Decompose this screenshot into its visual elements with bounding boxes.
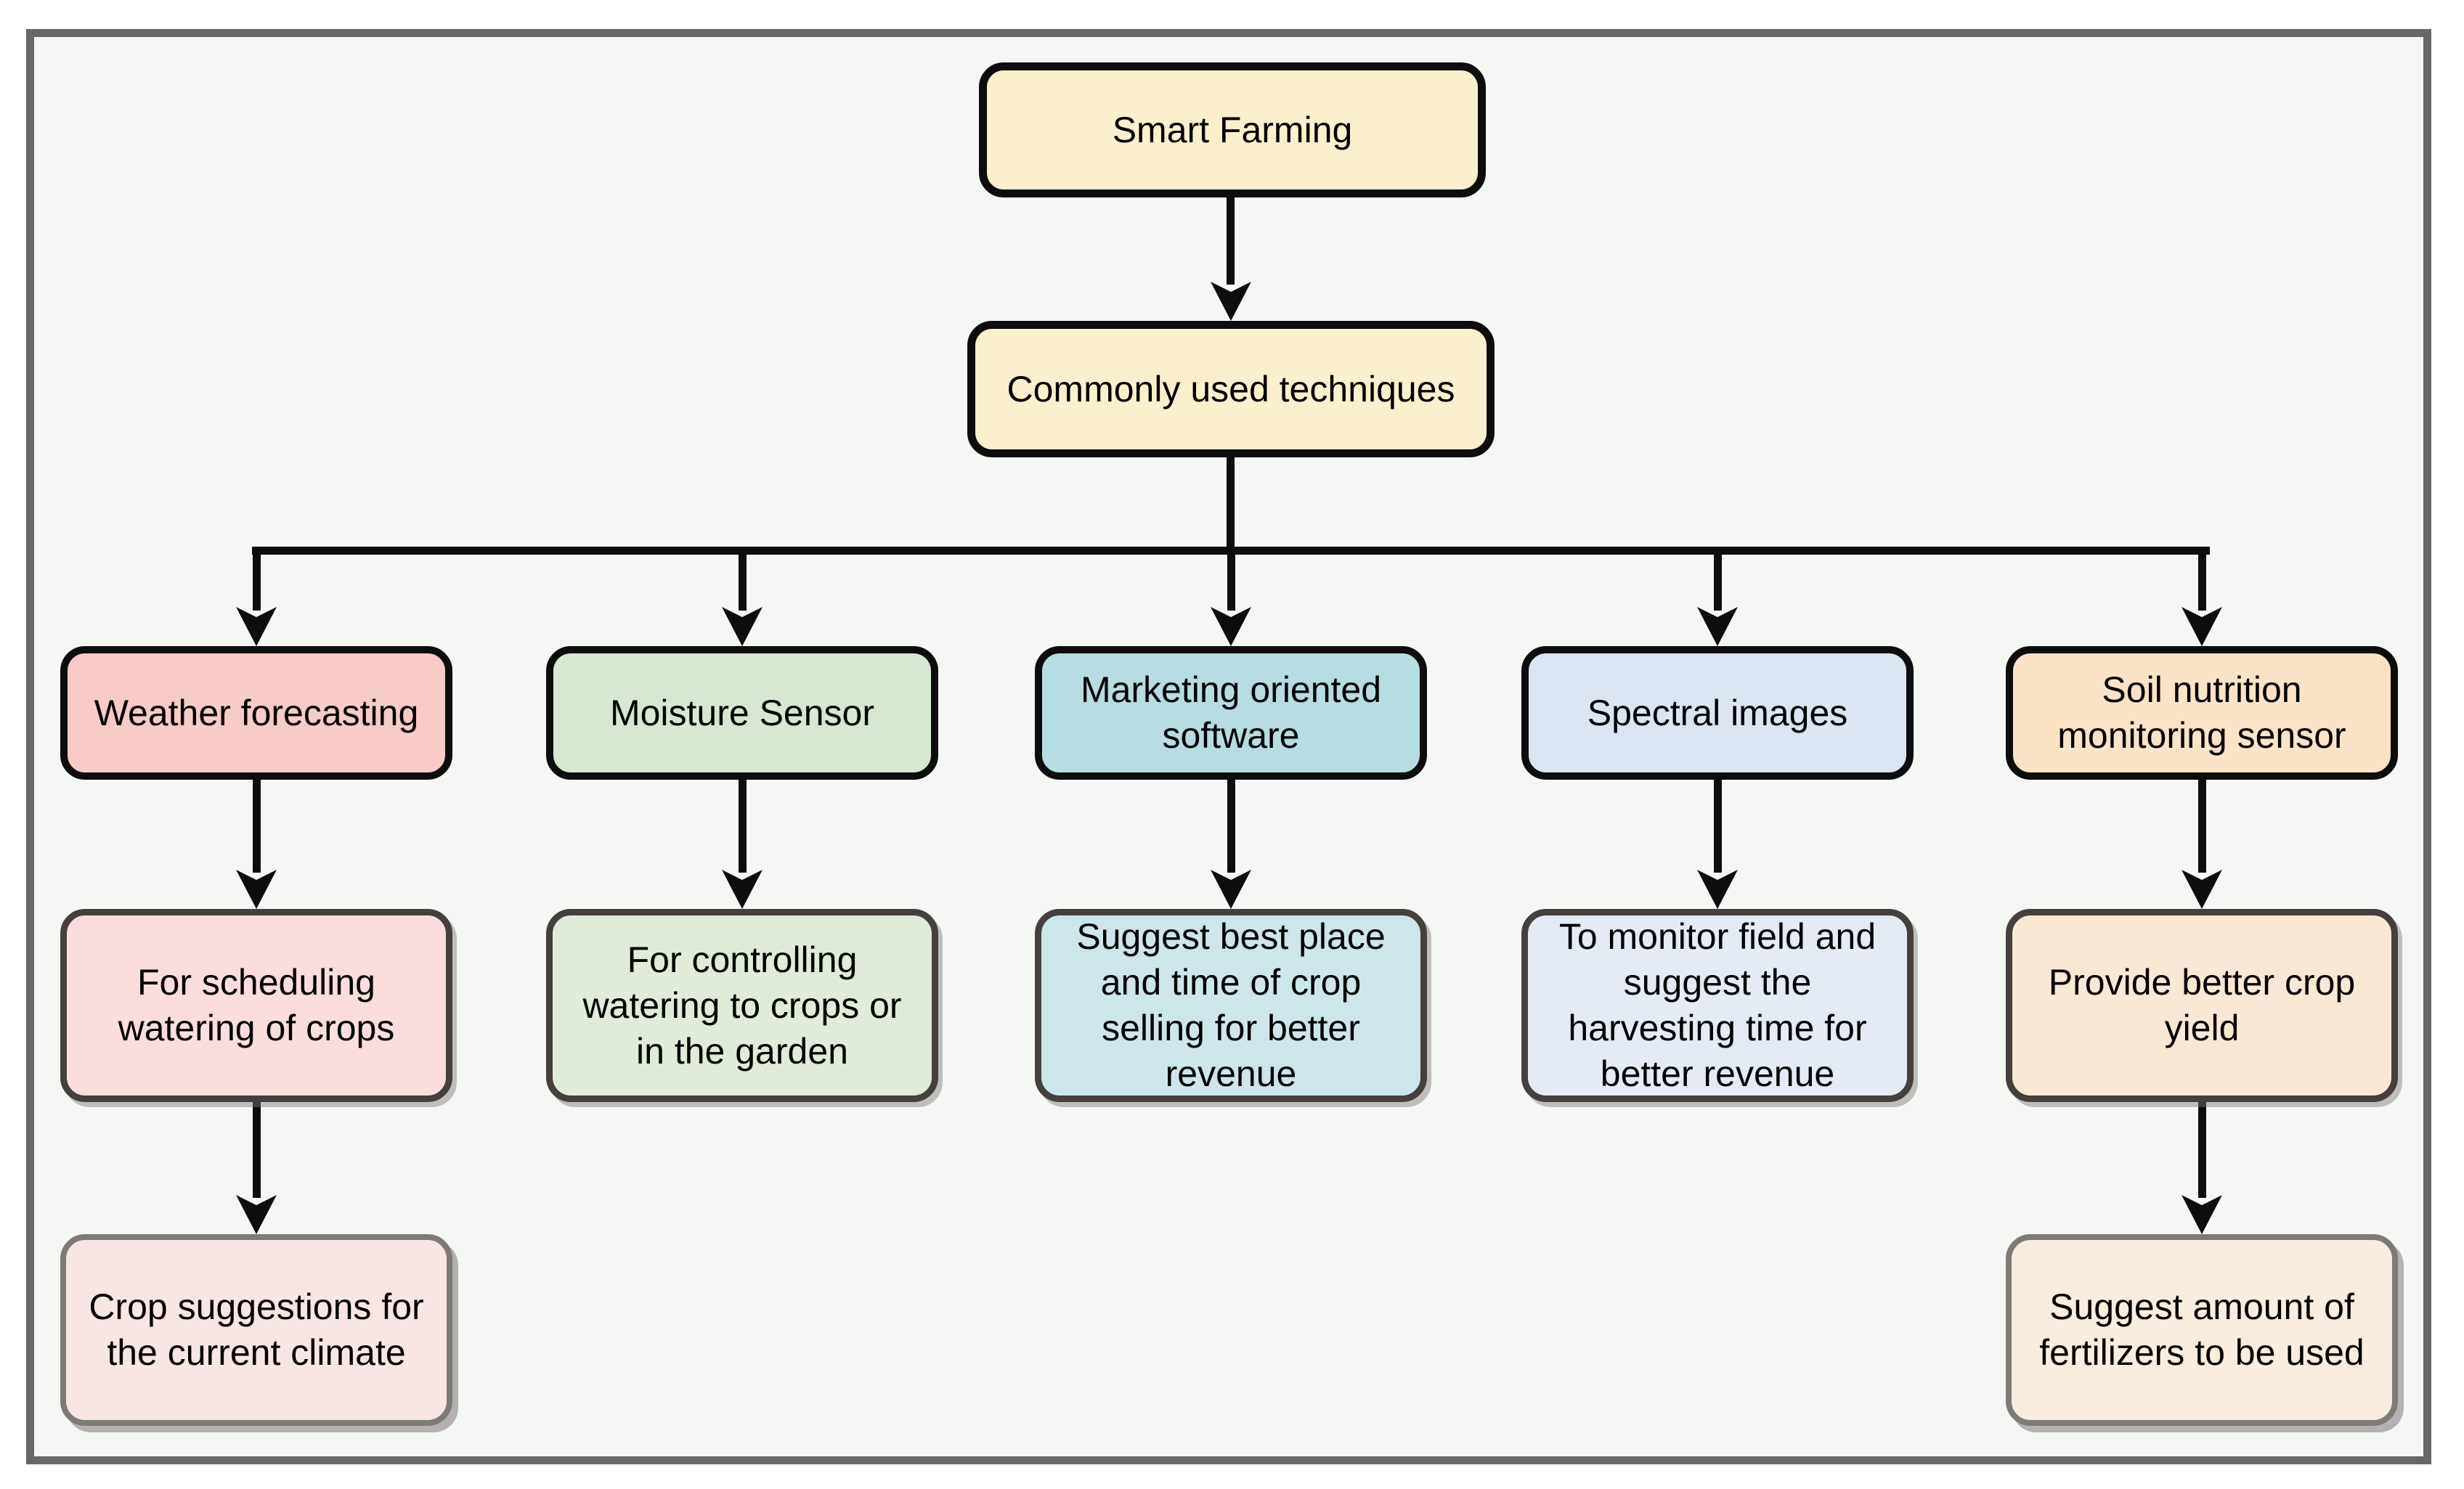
connector-spectral-child1	[1714, 780, 1722, 873]
node-spectral-purpose: To monitor field and suggest the harvest…	[1521, 909, 1914, 1102]
connector-weather-child1	[253, 780, 261, 873]
node-soil-outcome: Suggest amount of fertilizers to be used	[2006, 1234, 2398, 1426]
node-marketing-purpose: Suggest best place and time of crop sell…	[1035, 909, 1427, 1102]
connector-drop-soil	[2198, 551, 2206, 611]
node-soil-purpose: Provide better crop yield	[2006, 909, 2398, 1102]
connector-soil-child1	[2198, 780, 2206, 873]
connector-soil-child2	[2198, 1102, 2206, 1198]
connector-root-hub-line	[1227, 197, 1235, 285]
node-soil-nutrition-monitoring-sensor: Soil nutrition monitoring sensor	[2006, 646, 2398, 780]
connector-drop-moisture	[739, 551, 747, 611]
node-marketing-oriented-software: Marketing oriented software	[1035, 646, 1427, 780]
node-weather-purpose: For scheduling watering of crops	[60, 909, 452, 1102]
node-moisture-sensor: Moisture Sensor	[546, 646, 938, 780]
node-commonly-used-techniques: Commonly used techniques	[967, 321, 1495, 457]
connector-weather-child2	[253, 1102, 261, 1198]
connector-drop-weather	[253, 551, 261, 611]
connector-moisture-child1	[739, 780, 747, 873]
node-smart-farming: Smart Farming	[979, 62, 1486, 197]
connector-drop-marketing	[1227, 551, 1235, 611]
connector-drop-spectral	[1714, 551, 1722, 611]
node-weather-outcome: Crop suggestions for the current climate	[60, 1234, 452, 1426]
connector-marketing-child1	[1227, 780, 1235, 873]
connector-hub-rail-line	[1227, 457, 1235, 551]
node-weather-forecasting: Weather forecasting	[60, 646, 452, 780]
connector-distribution-rail	[252, 547, 2210, 555]
node-spectral-images: Spectral images	[1521, 646, 1914, 780]
node-moisture-purpose: For controlling watering to crops or in …	[546, 909, 938, 1102]
